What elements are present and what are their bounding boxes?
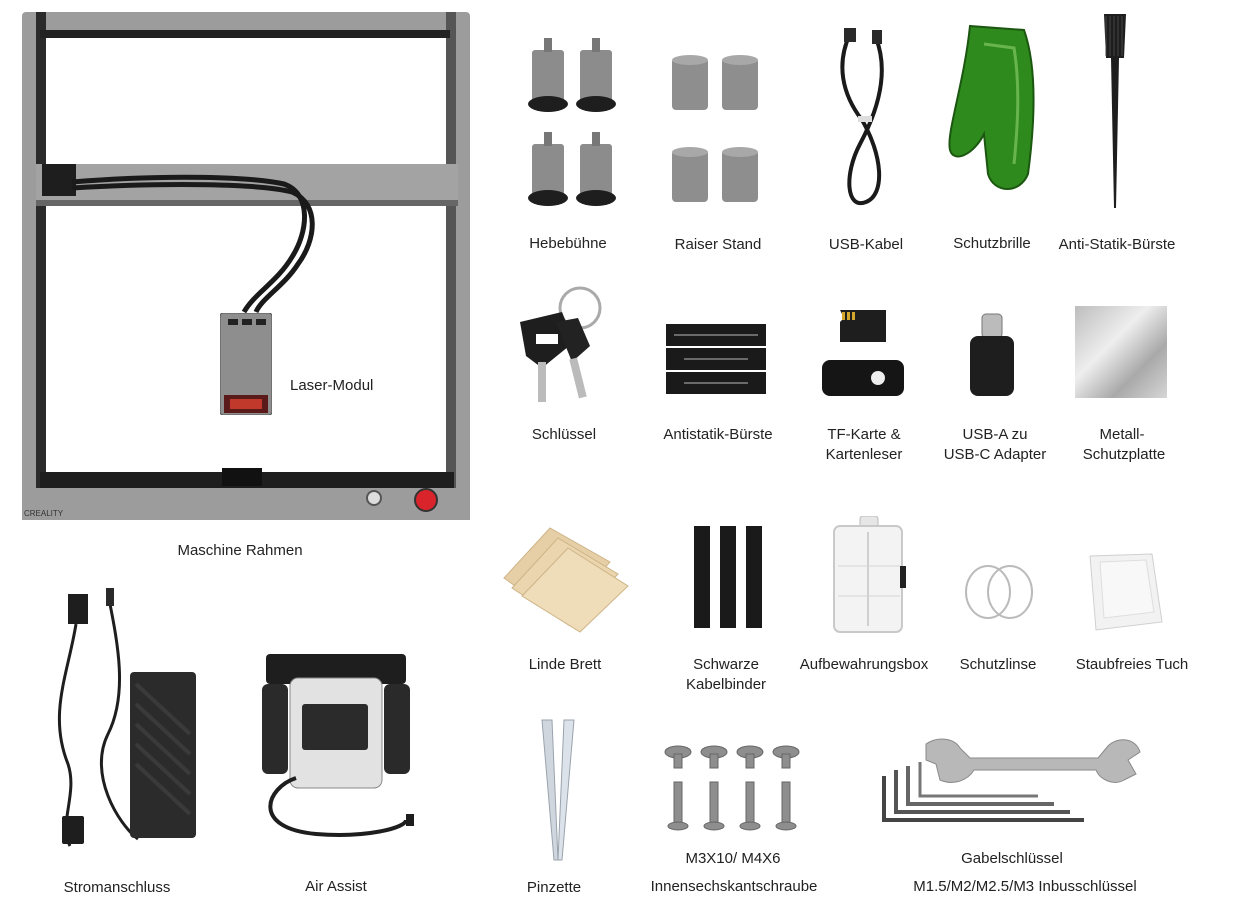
tweezers-icon — [536, 718, 580, 862]
screws-icon — [662, 738, 806, 832]
screws-label-1: M3X10/ M4X6 — [685, 850, 781, 867]
power-label: Stromanschluss — [63, 879, 171, 896]
usb-cable-icon — [836, 24, 896, 210]
storage-box-label: Aufbewahrungsbox — [799, 656, 929, 673]
anti-static-brush-label: Anti-Statik-Bürste — [1058, 236, 1176, 253]
lift-icon — [526, 36, 626, 208]
metal-plate-label-1: Metall- — [1099, 426, 1145, 443]
tf-card-label-1: TF-Karte & — [827, 426, 901, 443]
tweezers-label: Pinzette — [526, 879, 582, 896]
usb-cable-label: USB-Kabel — [828, 236, 904, 253]
antistatic-brush-label: Antistatik-Bürste — [663, 426, 773, 443]
wrench-label-1: Gabelschlüssel — [961, 850, 1063, 867]
linden-label: Linde Brett — [528, 656, 602, 673]
tf-card-label-2: Kartenleser — [825, 446, 903, 463]
brush-pack-icon — [664, 322, 768, 396]
usb-adapter-icon — [966, 312, 1018, 398]
metal-plate-label-2: Schutzplatte — [1082, 446, 1166, 463]
ties-label-1: Schwarze — [693, 656, 759, 673]
brush-icon — [1100, 12, 1130, 212]
raiser-icon — [670, 54, 762, 204]
cloth-icon — [1086, 552, 1166, 632]
screws-label-2: Innensechskantschraube — [650, 878, 818, 895]
wrench-label-2: M1.5/M2/M2.5/M3 Inbusschlüssel — [913, 878, 1137, 895]
lens-label: Schutzlinse — [959, 656, 1037, 673]
ties-label-2: Kabelbinder — [685, 676, 767, 693]
cloth-label: Staubfreies Tuch — [1075, 656, 1189, 673]
usb-adapter-label-1: USB-A zu — [962, 426, 1028, 443]
laser-module-icon — [220, 313, 272, 415]
laser-frame-icon: CREALITY — [22, 12, 470, 520]
goggles-label: Schutzbrille — [953, 235, 1031, 252]
goggles-icon — [944, 24, 1040, 200]
laser-module-label: Laser-Modul — [290, 377, 374, 394]
lift-label: Hebebühne — [529, 235, 607, 252]
air-assist-icon — [256, 648, 416, 848]
tf-card-icon — [818, 306, 908, 398]
linden-board-icon — [500, 522, 632, 634]
wrench-icon — [878, 734, 1144, 832]
frame-label: Maschine Rahmen — [177, 542, 303, 559]
cable-tie-icon — [692, 526, 764, 630]
keys-icon — [516, 282, 608, 406]
raiser-label: Raiser Stand — [674, 236, 762, 253]
power-supply-icon — [48, 584, 208, 854]
svg-text:CREALITY: CREALITY — [24, 509, 64, 518]
lens-icon — [960, 562, 1040, 622]
air-assist-label: Air Assist — [305, 878, 367, 895]
storage-box-icon — [830, 516, 910, 634]
keys-label: Schlüssel — [531, 426, 597, 443]
metal-plate-icon — [1075, 306, 1167, 398]
usb-adapter-label-2: USB-C Adapter — [943, 446, 1047, 463]
